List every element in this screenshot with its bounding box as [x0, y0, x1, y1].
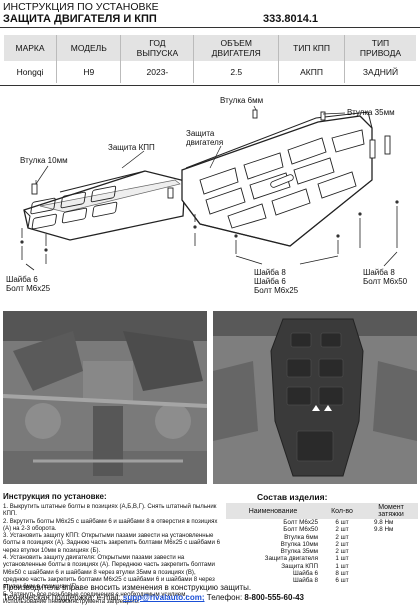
comp-header-qty: Кол-во	[320, 503, 364, 519]
bolt-markers	[21, 206, 398, 271]
support-label: Техническая поддержка:	[3, 593, 95, 602]
label-bushing-10: Втулка 10мм	[20, 156, 68, 165]
spec-engine: 2.5	[193, 61, 279, 83]
header: ИНСТРУКЦИЯ ПО УСТАНОВКЕ ЗАЩИТА ДВИГАТЕЛЯ…	[0, 0, 420, 30]
phone-label: Телефон:	[206, 593, 243, 602]
spec-header-brand: МАРКА	[4, 35, 57, 61]
spec-drive: ЗАДНИЙ	[343, 61, 416, 83]
spec-header-gearbox: ТИП КПП	[278, 35, 345, 61]
instruction-step: 3. Установить защиту КПП: Открытыми паза…	[3, 532, 220, 554]
engine-shield-drawing	[181, 111, 373, 247]
instruction-note: Использование пневмоинструмента запрещен…	[3, 597, 140, 605]
product-title: ЗАЩИТА ДВИГАТЕЛЯ И КПП	[3, 13, 157, 25]
composition-table: Наименование Кол-во Момент затяжки Болт …	[226, 503, 418, 585]
label-bushing-35: Втулка 35мм	[347, 108, 395, 117]
installation-photos	[3, 311, 417, 484]
spec-gearbox: АКПП	[278, 61, 345, 83]
comp-header-torque: Момент затяжки	[364, 503, 418, 519]
instructions-list: 1. Выкрутить штатные болты в позициях (А…	[3, 503, 221, 605]
photo-after	[213, 311, 417, 484]
manufacturer-notice: Производитель вправе вносить изменения в…	[3, 583, 252, 592]
instruction-step: 4. Установить защиту двигателя: Открытым…	[3, 554, 215, 591]
spec-year: 2023-	[120, 61, 194, 83]
photo-before	[3, 311, 207, 484]
spec-brand: Hongqi	[16, 67, 44, 77]
spec-header-model: МОДЕЛЬ	[56, 35, 121, 61]
spec-rule	[0, 85, 420, 86]
bolt-heads	[20, 200, 399, 252]
email-label: e-mail:	[96, 593, 121, 602]
support-line: Техническая поддержка: e-mail: supp@riva…	[3, 593, 304, 603]
instruction-step: 5. Затянуть все резьбовые соединения с н…	[3, 590, 188, 598]
label-gearbox-shield: Защита КПП	[108, 143, 155, 152]
doc-type: ИНСТРУКЦИЯ ПО УСТАНОВКЕ	[3, 1, 159, 13]
instructions-title: Инструкция по установке:	[3, 492, 107, 501]
label-bushing-6: Втулка 6мм	[220, 96, 264, 105]
header-rule	[0, 27, 420, 28]
bushing-drawings	[31, 109, 391, 199]
spec-model: H9	[56, 61, 121, 83]
comp-header-name: Наименование	[226, 503, 320, 519]
leader-lines	[35, 105, 346, 185]
gearbox-shield-drawing	[23, 170, 186, 241]
composition-title: Состав изделия:	[257, 492, 328, 502]
article-number: 333.8014.1	[263, 13, 319, 25]
exploded-diagram: Втулка 6мм Втулка 35мм Защита КПП Защита…	[0, 88, 420, 310]
diagram-drawing	[20, 105, 399, 271]
instruction-step: 1. Выкрутить штатные болты в позициях (А…	[3, 503, 217, 518]
instruction-step: 2. Вкрутить болты М6х25 с шайбами 6 и ша…	[3, 517, 218, 532]
support-phone: 8-800-555-60-43	[244, 593, 305, 602]
support-email-link[interactable]: supp@rivalauto.com;	[122, 593, 205, 602]
